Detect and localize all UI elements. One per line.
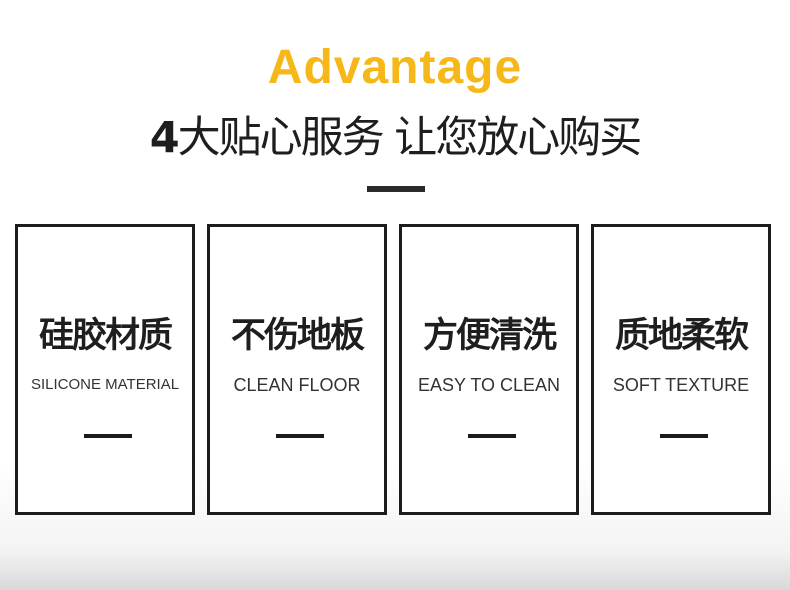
feature-card-subtitle: SILICONE MATERIAL <box>30 376 180 393</box>
feature-card-title: 硅胶材质 <box>38 316 173 356</box>
service-subtitle-text: 大贴心服务 让您放心购买 <box>177 113 643 163</box>
feature-card-dash <box>276 434 324 438</box>
header-divider <box>367 186 425 192</box>
feature-card-title: 不伤地板 <box>230 316 365 356</box>
feature-card-silicone: 硅胶材质 SILICONE MATERIAL <box>15 224 195 515</box>
feature-card-title: 方便清洗 <box>422 316 557 356</box>
service-count: 4 <box>149 113 180 163</box>
feature-card-subtitle: SOFT TEXTURE <box>612 375 750 395</box>
advantage-heading: Advantage <box>267 41 523 94</box>
feature-card-subtitle: EASY TO CLEAN <box>417 375 561 395</box>
feature-card-floor: 不伤地板 CLEAN FLOOR <box>207 224 387 515</box>
feature-card-dash <box>84 434 132 438</box>
feature-card-title: 质地柔软 <box>614 316 749 356</box>
feature-card-soft: 质地柔软 SOFT TEXTURE <box>591 224 771 515</box>
feature-card-subtitle: CLEAN FLOOR <box>233 375 361 395</box>
feature-card-dash <box>660 434 708 438</box>
feature-card-easy-clean: 方便清洗 EASY TO CLEAN <box>399 224 579 515</box>
service-subtitle: 4大贴心服务 让您放心购买 <box>0 110 790 166</box>
feature-card-dash <box>468 434 516 438</box>
